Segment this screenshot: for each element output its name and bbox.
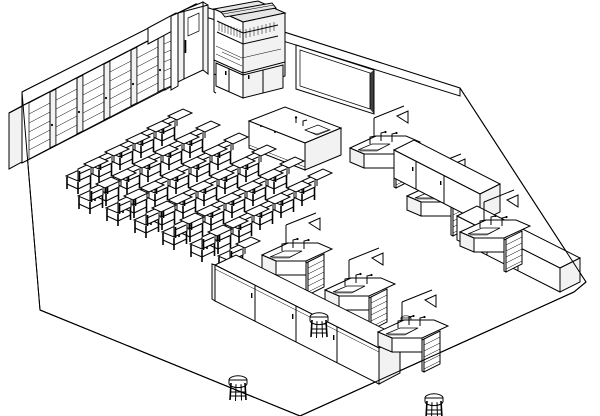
floor-outline-overlay	[21, 87, 587, 416]
demonstration-table[interactable]	[247, 106, 343, 171]
faucet[interactable]	[302, 119, 308, 126]
cabinet-bay[interactable]	[136, 35, 159, 104]
cabinet-stile	[157, 32, 165, 93]
cabinet-bay[interactable]	[28, 91, 51, 160]
cabinet-handle[interactable]	[412, 167, 414, 171]
fume-hood-base-cabinets[interactable]	[215, 62, 284, 99]
cabinet-handle[interactable]	[50, 123, 54, 127]
cabinet-bay[interactable]	[82, 63, 105, 132]
door-jamb	[202, 1, 209, 76]
cabinet-handle[interactable]	[225, 71, 227, 75]
cabinet-handle[interactable]	[333, 335, 335, 340]
demo-table-side	[304, 127, 342, 171]
cabinet-handle[interactable]	[158, 68, 162, 72]
whiteboard	[295, 44, 375, 115]
storage-cabinet-run	[8, 28, 173, 170]
cabinet-handle[interactable]	[440, 181, 442, 185]
cabinet-bay[interactable]	[55, 77, 78, 146]
cabinet-end-panel	[211, 263, 216, 302]
table-knob[interactable]	[274, 131, 276, 133]
whiteboard-frame-edge	[370, 70, 374, 114]
cabinet-handle[interactable]	[251, 293, 253, 298]
cabinet-handle[interactable]	[131, 82, 135, 86]
cabinet-stile	[103, 60, 111, 121]
table-knob[interactable]	[260, 125, 262, 127]
cabinet-stile	[49, 88, 57, 149]
cabinet-bay[interactable]	[163, 29, 172, 90]
cabinet-end-panel	[559, 257, 581, 293]
cabinet-stile	[76, 74, 84, 135]
door-jamb	[177, 9, 185, 83]
entry-door[interactable]	[177, 1, 209, 83]
cabinet-bays	[28, 29, 172, 160]
cabinet-stile	[130, 46, 138, 107]
fume-hood-sash[interactable]	[220, 2, 277, 18]
cabinet-handle[interactable]	[104, 96, 108, 100]
wall-return	[170, 12, 179, 91]
cabinet-handle[interactable]	[292, 314, 294, 319]
cabinet-handle[interactable]	[248, 75, 250, 79]
fume-hood-louver	[216, 20, 279, 45]
door-vision-panel	[187, 12, 200, 37]
cabinet-handle[interactable]	[77, 110, 81, 114]
fume-hood[interactable]	[212, 0, 287, 99]
cabinet-bay[interactable]	[109, 49, 132, 118]
